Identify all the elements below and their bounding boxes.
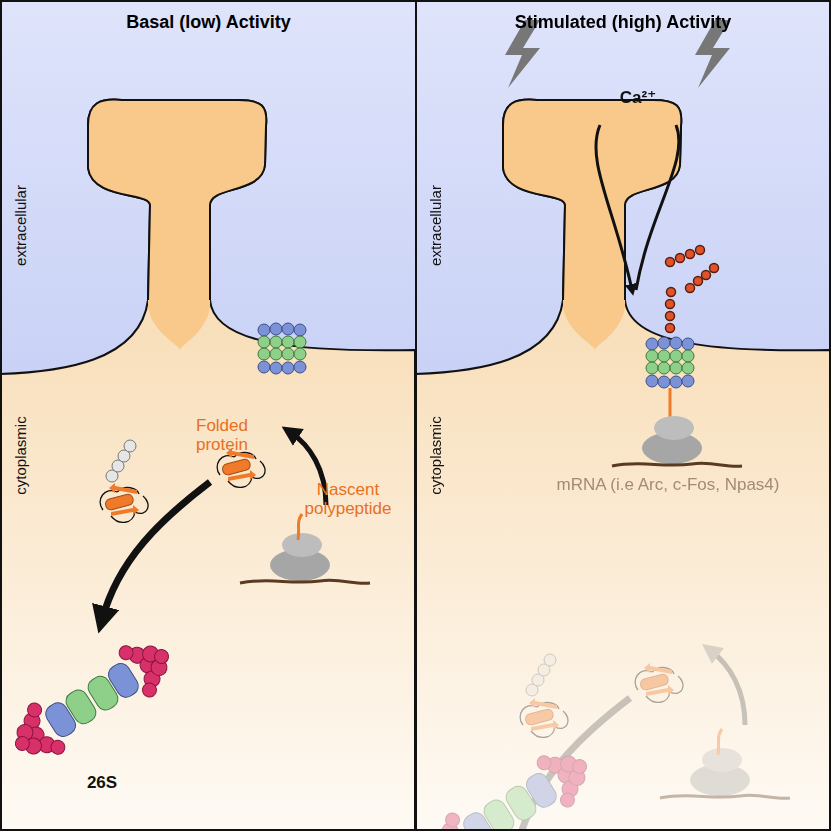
ion-label: Ca²⁺ bbox=[620, 87, 656, 108]
panel: Stimulated (high) Activity bbox=[415, 0, 831, 831]
panel-title: Basal (low) Activity bbox=[2, 12, 415, 33]
region-label: extracellular bbox=[427, 185, 444, 266]
protein-label: Folded protein bbox=[187, 417, 257, 454]
region-label: cytoplasmic bbox=[426, 416, 443, 494]
region-label: extracellular bbox=[12, 185, 29, 266]
polypeptide-label: Nascent polypeptide bbox=[300, 481, 396, 518]
proteasome-label: 26S bbox=[87, 773, 117, 793]
panel: Basal (low) Activity bbox=[0, 0, 417, 831]
mrna-label: mRNA (i.e Arc, c-Fos, Npas4) bbox=[557, 475, 780, 495]
panel-title: Stimulated (high) Activity bbox=[417, 12, 829, 33]
region-label: cytoplasmic bbox=[12, 416, 29, 494]
